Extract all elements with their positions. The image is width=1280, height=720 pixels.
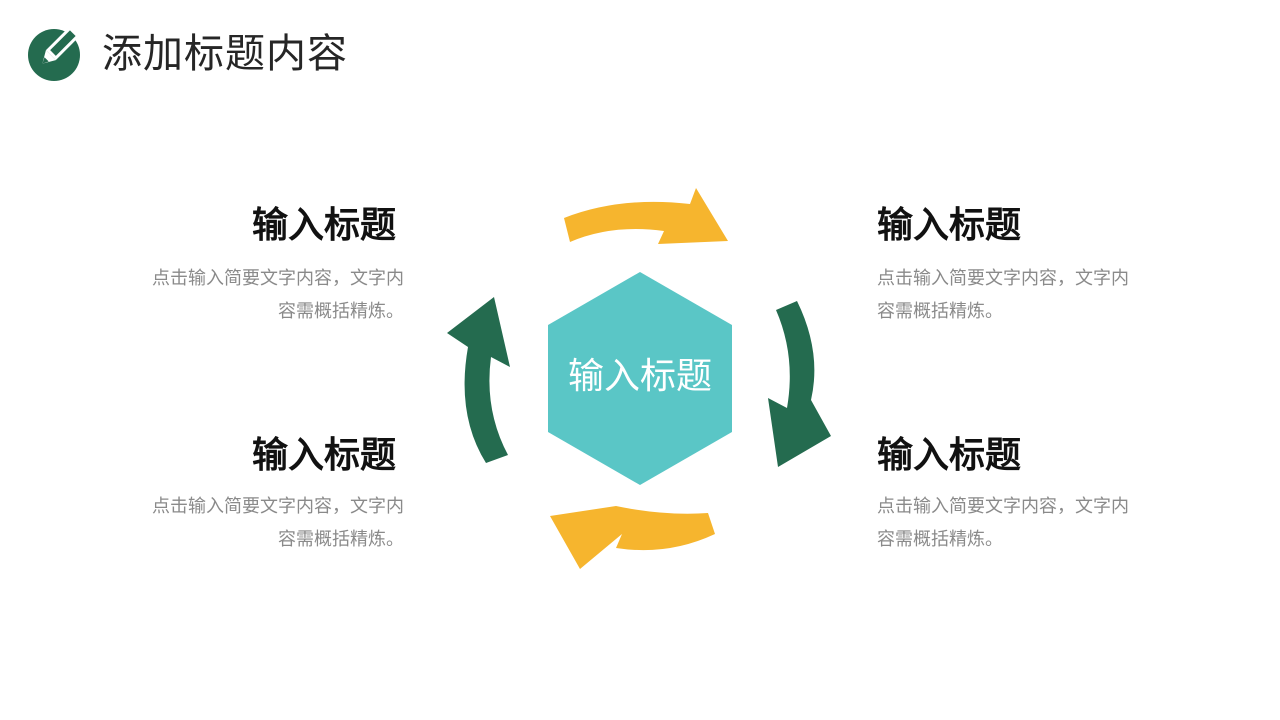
block-description: 点击输入简要文字内容，文字内容需概括精炼。 [877, 268, 1129, 322]
right-arrow [768, 301, 831, 467]
left-arrow [447, 297, 510, 463]
block-title: 输入标题 [877, 434, 1022, 476]
page-title: 添加标题内容 [102, 31, 348, 77]
block-description: 点击输入简要文字内容，文字内容需概括精炼。 [152, 496, 404, 550]
bottom-arrow [550, 506, 715, 569]
block-title: 输入标题 [252, 204, 397, 246]
block-description: 点击输入简要文字内容，文字内容需概括精炼。 [877, 496, 1129, 550]
top-arrow [564, 188, 728, 244]
pencil-circle-icon [28, 26, 80, 81]
center-hexagon [548, 272, 732, 485]
block-description: 点击输入简要文字内容，文字内容需概括精炼。 [152, 268, 404, 322]
center-label: 输入标题 [567, 356, 712, 397]
block-title: 输入标题 [252, 434, 397, 476]
block-title: 输入标题 [877, 204, 1022, 246]
